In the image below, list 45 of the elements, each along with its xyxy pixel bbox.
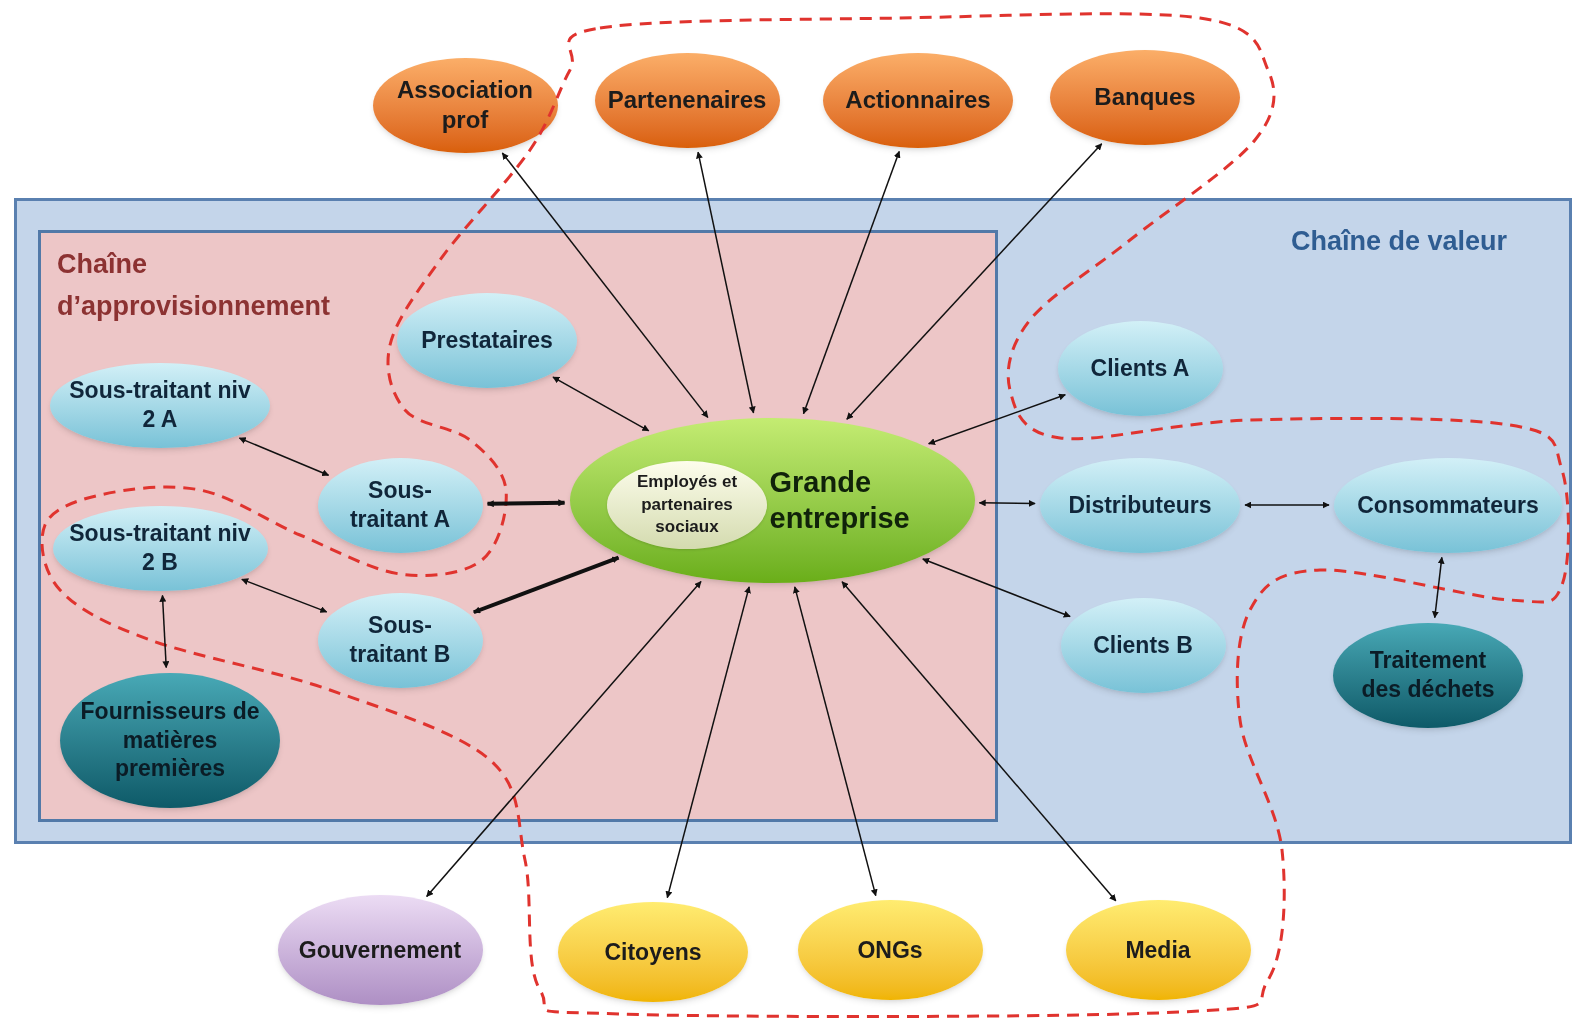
node-label: Grande entreprise (769, 464, 911, 536)
arrow (425, 580, 702, 898)
node-label: Sous-traitant niv 2 B (68, 519, 252, 577)
node-label: Partenenaires (607, 85, 767, 115)
arrow (665, 586, 751, 899)
value-chain-panel (14, 198, 1572, 844)
node-label: Clients B (1093, 630, 1193, 660)
supply-chain-panel (38, 230, 998, 822)
node-label: Employés et partenaires sociaux (635, 470, 739, 539)
node-label: Fournisseurs de matières premières (79, 696, 261, 784)
node-label: ONGs (857, 935, 923, 965)
arrow (922, 557, 1071, 618)
node-label: Prestataires (421, 325, 553, 355)
node-label: Clients A (1090, 353, 1190, 383)
node-label: Banques (1094, 82, 1196, 112)
arrow (473, 555, 620, 615)
arrow (1244, 501, 1330, 509)
node-label: Consommateurs (1357, 490, 1539, 520)
node-label: Citoyens (604, 937, 702, 967)
node-label: Actionnaires (845, 85, 991, 115)
arrow (793, 586, 878, 897)
arrow (159, 594, 170, 669)
arrow (552, 376, 650, 432)
node-label: Gouvernement (298, 935, 462, 965)
node-label: Sous-traitant niv 2 A (68, 376, 252, 434)
arrow (241, 578, 328, 613)
arrow (978, 499, 1036, 507)
arrow (695, 151, 756, 414)
node-label: Traitement des déchets (1360, 646, 1496, 704)
arrow (841, 580, 1117, 902)
node-label: Distributeurs (1068, 490, 1212, 520)
node-label: Association prof (396, 75, 534, 135)
arrow (1432, 556, 1445, 619)
arrow (846, 143, 1103, 420)
node-label: Media (1125, 935, 1191, 965)
arrow (802, 150, 901, 415)
node-label: Sous-traitant B (348, 611, 452, 669)
arrow (238, 437, 330, 477)
arrow (486, 499, 566, 508)
arrow (927, 393, 1066, 445)
stakeholder-ellipse (52, 505, 268, 591)
panel-title: Chaîne d’approvisionnement (57, 248, 332, 323)
node-label: Sous-traitant A (348, 476, 452, 534)
arrow (501, 152, 709, 419)
panel-title: Chaîne de valeur (1290, 225, 1507, 258)
